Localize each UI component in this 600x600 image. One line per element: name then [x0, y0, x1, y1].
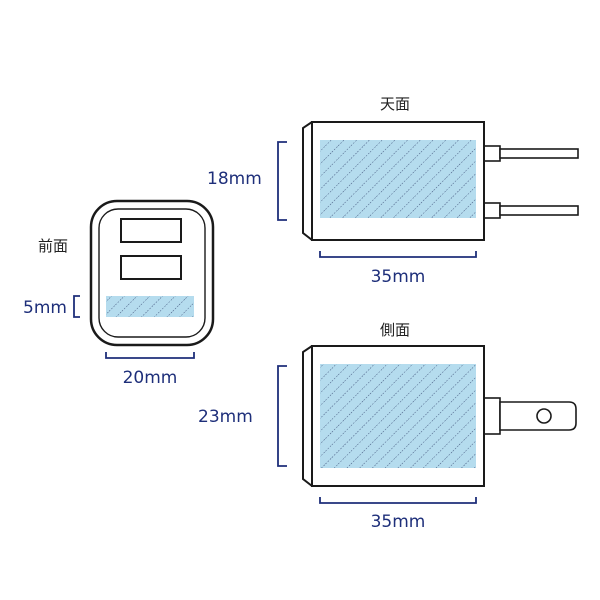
- front-height-dim: 5mm: [23, 298, 67, 318]
- side-width-bracket: [319, 497, 477, 504]
- side-height-dim: 23mm: [198, 407, 253, 427]
- usb-port-upper: [120, 218, 182, 243]
- top-width-dim: 35mm: [371, 267, 426, 287]
- top-view-label: 天面: [380, 95, 410, 113]
- front-height-bracket: [73, 295, 80, 318]
- top-prongs: [482, 145, 579, 219]
- front-body-inner: [98, 208, 206, 338]
- side-body-back-edge: [302, 345, 313, 487]
- top-print-area: [320, 140, 476, 218]
- top-view: 天面 18mm 35mm: [207, 95, 579, 287]
- side-print-area: [320, 364, 476, 468]
- top-height-dim: 18mm: [207, 169, 262, 189]
- side-view-label: 側面: [380, 321, 410, 339]
- front-width-bracket: [105, 352, 195, 359]
- usb-port-lower: [120, 255, 182, 280]
- side-view: 側面 23mm 35mm: [198, 321, 577, 532]
- top-body-back-edge: [302, 121, 313, 241]
- side-height-bracket: [277, 365, 287, 467]
- front-view-label: 前面: [38, 237, 68, 255]
- front-width-dim: 20mm: [123, 368, 178, 388]
- side-prong: [482, 397, 577, 435]
- top-height-bracket: [277, 141, 287, 221]
- front-print-area: [106, 296, 194, 317]
- front-view: 前面 5mm 20mm: [23, 199, 215, 388]
- side-width-dim: 35mm: [371, 512, 426, 532]
- top-width-bracket: [319, 251, 477, 258]
